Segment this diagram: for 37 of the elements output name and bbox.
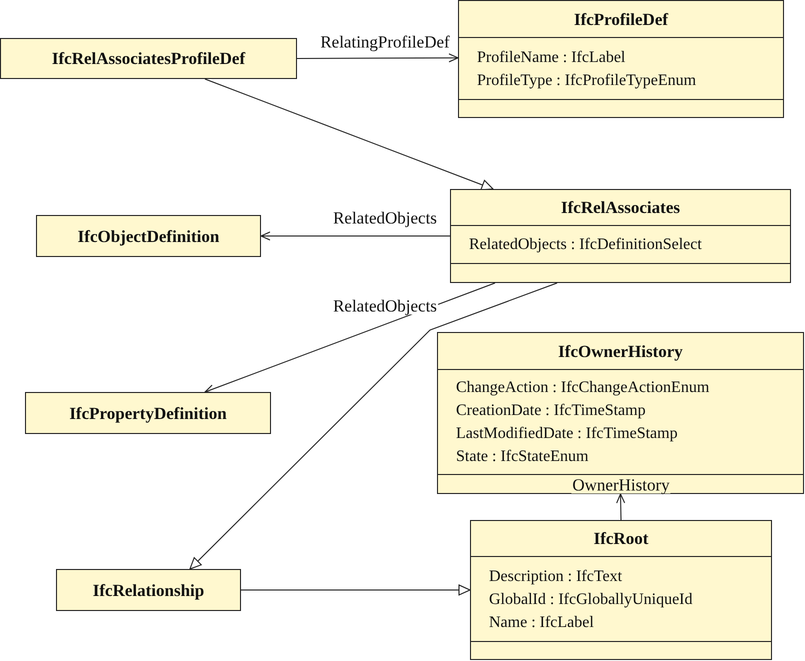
class-name: IfcProfileDef <box>574 10 668 28</box>
generalization-arrow <box>189 282 558 570</box>
edge-label: RelatedObjects <box>332 298 438 314</box>
attribute: ProfileType : IfcProfileTypeEnum <box>477 70 696 90</box>
class-name: IfcRelAssociatesProfileDef <box>52 50 246 67</box>
class-box <box>0 38 297 79</box>
class-box <box>56 569 241 611</box>
class-name: IfcRelAssociates <box>561 199 680 216</box>
class-box <box>458 0 784 118</box>
association-arrow <box>616 494 626 520</box>
class-box <box>437 332 804 494</box>
attribute: CreationDate : IfcTimeStamp <box>456 401 646 421</box>
generalization-arrow <box>240 584 470 596</box>
attribute: GlobalId : IfcGloballyUniqueId <box>489 590 692 610</box>
class-name: IfcObjectDefinition <box>78 228 220 244</box>
attribute: RelatedObjects : IfcDefinitionSelect <box>469 235 702 255</box>
class-name: IfcRoot <box>594 530 648 547</box>
edge-label: RelatingProfileDef <box>319 34 451 50</box>
attribute: Name : IfcLabel <box>489 612 594 632</box>
class-name: IfcRelationship <box>92 582 204 598</box>
class-box <box>470 520 772 660</box>
association-arrow <box>260 232 450 240</box>
class-box <box>36 215 261 257</box>
attribute: ProfileName : IfcLabel <box>477 48 626 68</box>
attribute: State : IfcStateEnum <box>456 447 588 467</box>
generalization-arrow <box>204 78 494 190</box>
class-box <box>25 392 271 434</box>
attribute: Description : IfcText <box>489 566 622 586</box>
association-arrow <box>204 282 496 394</box>
edge-label: RelatedObjects <box>332 210 438 226</box>
attribute: LastModifiedDate : IfcTimeStamp <box>456 424 678 444</box>
class-name: IfcPropertyDefinition <box>69 404 227 422</box>
class-box <box>450 189 791 283</box>
association-arrow <box>296 53 458 62</box>
attribute: ChangeAction : IfcChangeActionEnum <box>456 378 710 398</box>
class-name: IfcOwnerHistory <box>558 342 683 360</box>
edge-label: OwnerHistory <box>571 476 671 494</box>
